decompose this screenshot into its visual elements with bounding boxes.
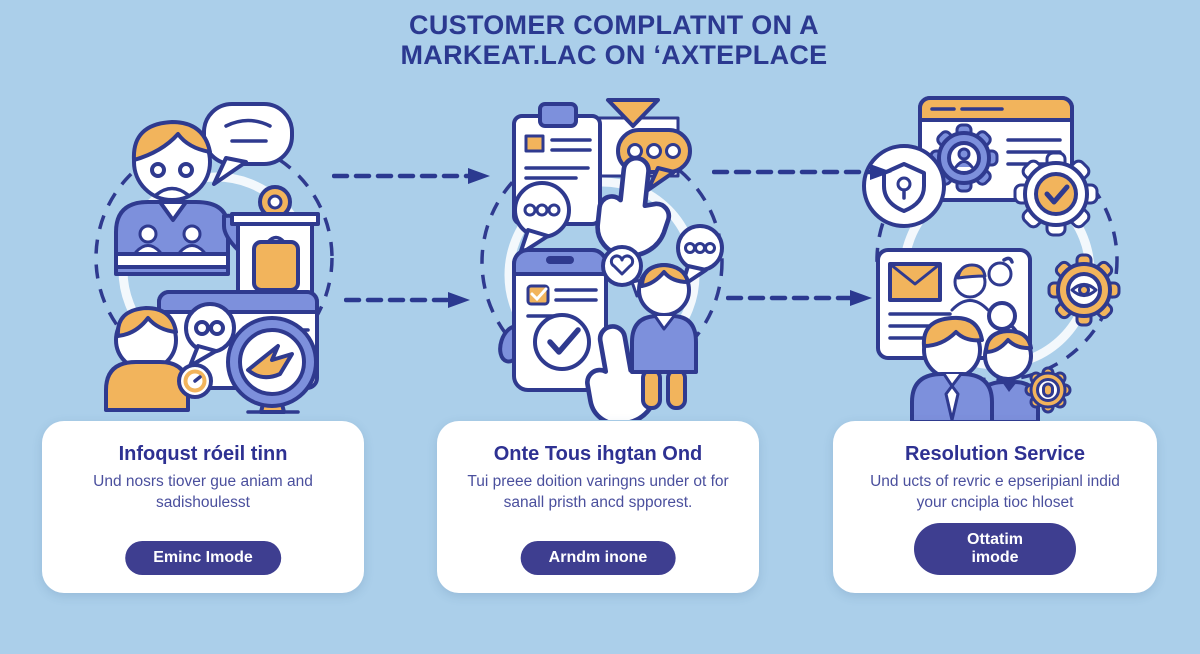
timer-icon <box>177 363 213 399</box>
page-title-line-1: CUSTOMER COMPLATNT ON A <box>409 10 819 40</box>
page-title-line-2: MARKEAT.LAC ON ʻAXTEPLACE <box>400 40 828 71</box>
customer-icon <box>630 224 724 410</box>
support-team-icon <box>910 315 1040 422</box>
step-3-description: Und ucts of revric e epseripianl indid y… <box>870 473 1120 511</box>
step-3-card: Resolution Service Und ucts of revric e … <box>833 421 1157 593</box>
step-3-button[interactable]: Ottatim imode <box>914 523 1076 575</box>
heart-bubble-icon <box>601 245 644 298</box>
package-box-icon <box>230 185 320 302</box>
award-badge-icon <box>1024 366 1072 414</box>
contact-card-icon <box>876 248 1032 360</box>
step-3-illustration <box>862 96 1121 422</box>
approved-check-icon <box>533 313 591 371</box>
gear-check-icon <box>1013 151 1099 237</box>
gear-eye-icon <box>1047 253 1121 327</box>
step-3-title: Resolution Service <box>904 443 1086 465</box>
step-2-button[interactable]: Arndm inone <box>520 541 676 575</box>
step-2-title: Onte Tous ihgtan Ond <box>493 443 703 465</box>
step-1-description: Und nosrs tiover gue aniam and sadishoul… <box>93 473 313 511</box>
support-agent-icon <box>104 306 190 412</box>
step-2-description: Tui preee doition varingns under ot for … <box>467 473 729 511</box>
flow-arrow-2 <box>344 292 470 308</box>
step-1-illustration <box>94 102 334 414</box>
step-2-card: Onte Tous ihgtan Ond Tui preee doition v… <box>437 421 759 593</box>
step-1-card: Infoqust róeil tinn Und nosrs tiover gue… <box>42 421 364 593</box>
step-1-title: Infoqust róeil tinn <box>118 443 288 465</box>
step-2-illustration <box>480 98 724 420</box>
page-title: CUSTOMER COMPLATNT ON A MARKEAT.LAC ON ʻ… <box>14 10 1200 70</box>
flow-arrow-1 <box>332 168 490 184</box>
step-1-button[interactable]: Eminc Imode <box>125 541 281 575</box>
envelope-icon <box>606 98 660 128</box>
flow-arrow-3 <box>712 164 892 180</box>
shield-icon <box>862 144 946 228</box>
speed-gauge-icon <box>226 316 318 414</box>
chat-bubble-icon <box>184 302 236 368</box>
flow-arrow-4 <box>726 290 872 306</box>
